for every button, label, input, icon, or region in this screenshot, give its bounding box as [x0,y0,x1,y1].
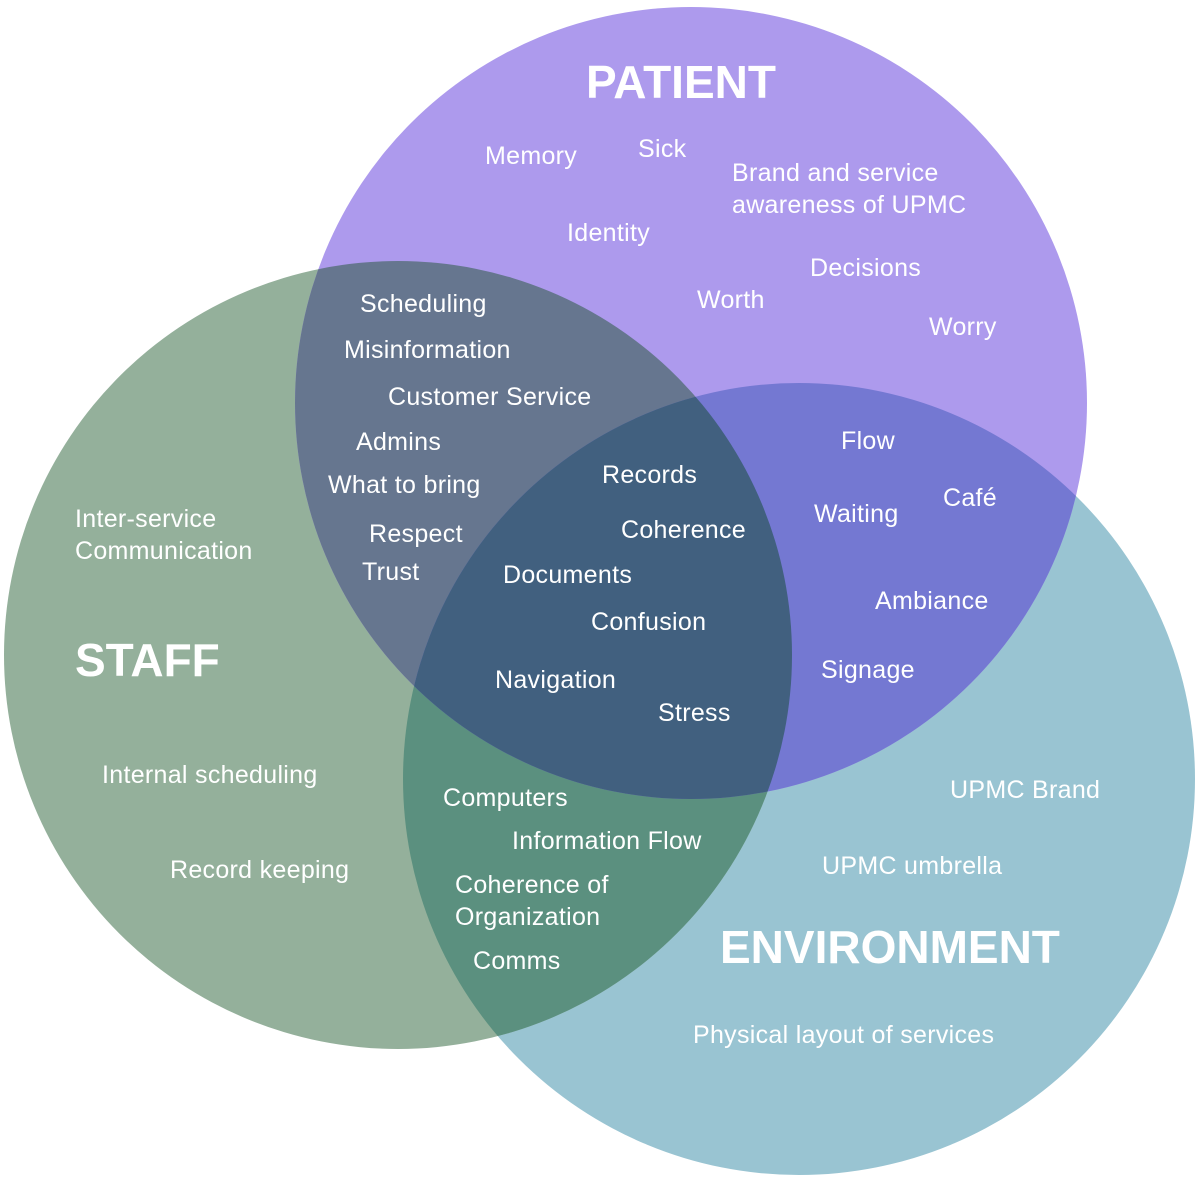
patient-item-sick: Sick [638,135,687,163]
patient-item-worry: Worry [929,313,997,341]
patient-staff-item-respect: Respect [369,520,463,548]
center-item-coherence: Coherence [621,516,746,544]
staff-environment-item-coherence-org-line1: Coherence of [455,871,609,899]
center-item-navigation: Navigation [495,666,616,694]
staff-item-record-keeping: Record keeping [170,856,349,884]
patient-environment-item-waiting: Waiting [814,500,899,528]
environment-item-upmc-umbrella: UPMC umbrella [822,852,1002,880]
environment-title: ENVIRONMENT [720,921,1060,973]
patient-environment-item-flow: Flow [841,427,896,455]
center-overlap [403,383,792,799]
patient-item-worth: Worth [697,286,765,314]
patient-staff-item-admins: Admins [356,428,441,456]
staff-environment-item-comms: Comms [473,947,561,975]
patient-item-brand-awareness-line1: Brand and service [732,159,939,187]
patient-environment-item-cafe: Café [943,484,997,512]
patient-title: PATIENT [586,56,776,108]
staff-environment-item-coherence-org-line2: Organization [455,903,600,931]
patient-item-identity: Identity [567,219,650,247]
environment-item-physical-layout: Physical layout of services [693,1021,994,1049]
patient-environment-item-ambiance: Ambiance [875,587,989,615]
patient-environment-item-signage: Signage [821,656,915,684]
center-item-records: Records [602,461,697,489]
environment-item-upmc-brand: UPMC Brand [950,776,1100,804]
center-item-documents: Documents [503,561,632,589]
patient-staff-item-misinformation: Misinformation [344,336,511,364]
staff-environment-item-information-flow: Information Flow [512,827,702,855]
center-item-confusion: Confusion [591,608,706,636]
staff-title: STAFF [75,634,220,686]
patient-staff-item-trust: Trust [362,558,420,586]
patient-staff-item-what-to-bring: What to bring [328,471,481,499]
center-item-stress: Stress [658,699,731,727]
staff-item-internal-scheduling: Internal scheduling [102,761,318,789]
staff-item-inter-service-line2: Communication [75,537,253,565]
patient-item-decisions: Decisions [810,254,921,282]
patient-item-memory: Memory [485,142,577,170]
patient-staff-item-customer-service: Customer Service [388,383,591,411]
patient-item-brand-awareness-line2: awareness of UPMC [732,191,966,219]
staff-environment-item-computers: Computers [443,784,568,812]
staff-item-inter-service-line1: Inter-service [75,505,216,533]
patient-staff-item-scheduling: Scheduling [360,290,487,318]
